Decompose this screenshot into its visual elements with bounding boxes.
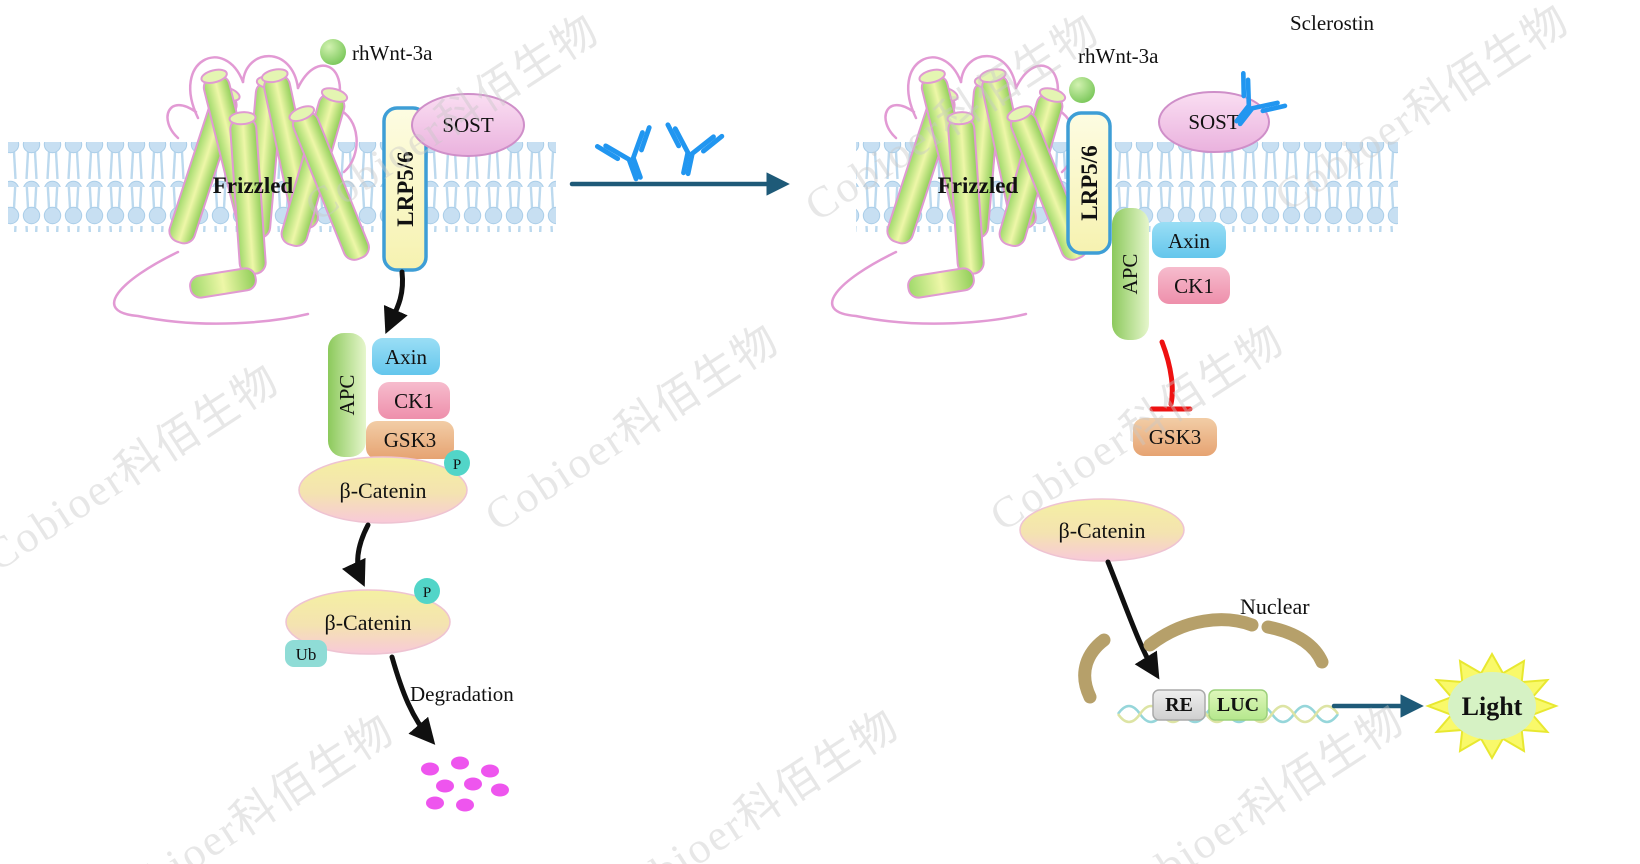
gsk3-label-left: GSK3: [384, 428, 437, 452]
ck1-box-left: [378, 382, 450, 419]
nuclear-envelope: [1078, 613, 1329, 704]
apc-box-left: [328, 333, 366, 457]
ck1-label-right: CK1: [1174, 274, 1214, 298]
re-box: [1152, 689, 1206, 721]
ubiquitin-label: Ub: [296, 645, 317, 664]
axin-box-left: [372, 338, 440, 375]
sost-label-left: SOST: [442, 113, 494, 137]
sost-ellipse-left: [411, 93, 525, 157]
axin-label-right: Axin: [1168, 229, 1211, 253]
wnt3a-ball-right: [1069, 77, 1095, 103]
arrow-bcat-to-nucleus: [1105, 559, 1160, 680]
frizzled-receptor: [113, 54, 374, 325]
frizzled-label-right: Frizzled: [938, 173, 1019, 198]
arrow-to-degradation: [389, 654, 436, 745]
ck1-box-right: [1158, 267, 1230, 304]
apc-box-right: [1112, 208, 1149, 340]
phospho-badge-1: [444, 450, 470, 476]
lrp56-box-right: [1066, 111, 1112, 255]
light-starburst: Light: [1425, 651, 1559, 761]
wnt3a-ball-left: [320, 39, 346, 65]
bcatenin1-ellipse-left: [298, 456, 468, 524]
wnt3a-label-left: rhWnt-3a: [352, 41, 433, 65]
frizzled-label-left: Frizzled: [213, 173, 294, 198]
gsk3-box-right: [1133, 418, 1217, 456]
bcatenin2-label-left: β-Catenin: [325, 610, 412, 635]
ubiquitin-badge: [285, 640, 327, 667]
luc-label: LUC: [1217, 694, 1259, 716]
wnt3a-label-right: rhWnt-3a: [1078, 44, 1159, 68]
degradation-fragments: [421, 756, 509, 812]
axin-label-left: Axin: [385, 345, 428, 369]
antibody-icon-1: [597, 128, 664, 188]
phospho-label-2: P: [423, 585, 431, 601]
apc-label-right: APC: [1118, 254, 1142, 295]
phospho-badge-2: [414, 578, 440, 604]
watermark-text: Cobioer科佰生物: [476, 315, 788, 541]
luc-box: [1208, 689, 1268, 721]
inhibition-line: [1159, 339, 1175, 407]
bcatenin2-ellipse-left: [285, 589, 451, 655]
sost-ellipse-right: [1158, 91, 1270, 153]
phospho-label-1: P: [453, 457, 461, 473]
arrow-lrp-to-complex: [383, 269, 408, 334]
sclerostin-label: Sclerostin: [1290, 11, 1374, 35]
bcatenin1-label-left: β-Catenin: [340, 478, 427, 503]
sost-label-right: SOST: [1188, 110, 1240, 134]
bcatenin-label-right: β-Catenin: [1059, 518, 1146, 543]
degradation-label: Degradation: [410, 682, 514, 706]
antibody-icon-2: [659, 125, 722, 179]
watermark-text: Cobioer科佰生物: [596, 700, 908, 864]
bcatenin-ellipse-right: [1019, 498, 1185, 562]
apc-label-left: APC: [335, 375, 359, 416]
watermark-text: Cobioer科佰生物: [91, 705, 403, 864]
nuclear-label: Nuclear: [1240, 594, 1310, 619]
lrp56-box-left: [382, 106, 428, 272]
watermark-text: Cobioer科佰生物: [0, 355, 288, 581]
gsk3-box-left: [366, 421, 454, 459]
re-label: RE: [1165, 694, 1193, 716]
lrp56-label-left: LRP5/6: [393, 151, 418, 226]
ck1-label-left: CK1: [394, 389, 434, 413]
axin-box-right: [1152, 222, 1226, 258]
lrp56-label-right: LRP5/6: [1077, 145, 1102, 220]
gsk3-label-right: GSK3: [1149, 425, 1202, 449]
light-label: Light: [1462, 692, 1523, 721]
arrow-bcat1-to-bcat2: [341, 522, 371, 587]
